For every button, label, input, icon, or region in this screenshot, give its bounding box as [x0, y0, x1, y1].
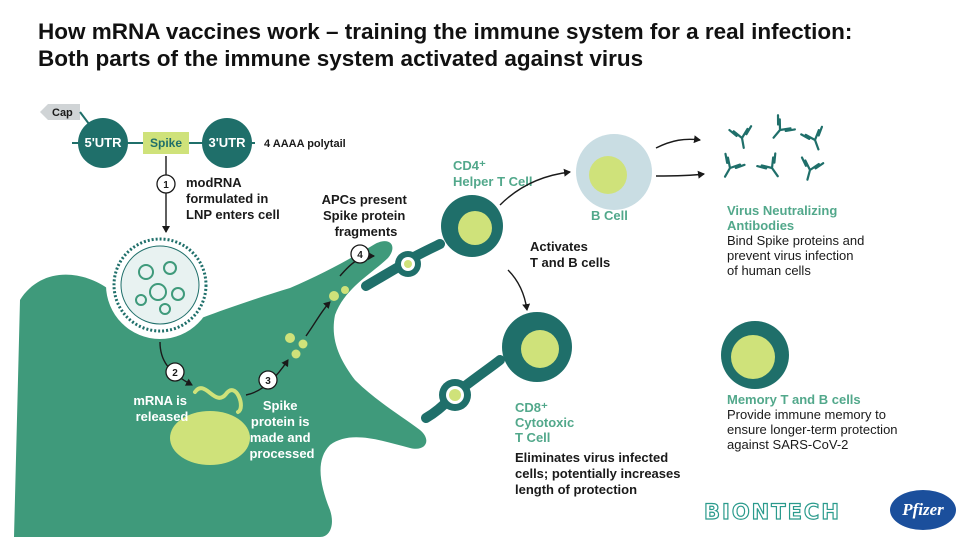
- mrna-construct: Cap 5'UTR Spike 3'UTR 4 AAAA polytail: [40, 104, 346, 168]
- mrna-strand: [193, 386, 243, 414]
- arrow-to-bcell: [499, 168, 571, 206]
- cap-label: Cap: [52, 107, 73, 119]
- spike-protein-fragments: [285, 286, 349, 359]
- cap-tag: [40, 104, 80, 120]
- svg-text:4: 4: [357, 250, 363, 261]
- step-4-text: APCs present Spike protein fragments: [322, 192, 411, 239]
- b-cell: [576, 134, 652, 210]
- utr5-label: 5'UTR: [84, 135, 122, 150]
- arrow-step3b: [305, 301, 331, 337]
- polytail-label: 4 AAAA polytail: [264, 138, 346, 150]
- helper-t-cell: [361, 195, 503, 291]
- memory-title: Memory T and B cells: [727, 392, 861, 407]
- arrow-to-cytotoxic: [507, 269, 531, 311]
- step-1-marker: 1: [156, 174, 176, 194]
- utr3-label: 3'UTR: [208, 135, 246, 150]
- antibodies-desc: Bind Spike proteins and prevent virus in…: [727, 233, 868, 278]
- cytotoxic-t-cell-label: CD8⁺ Cytotoxic T Cell: [515, 400, 578, 445]
- utr5-node: [78, 118, 128, 168]
- svg-text:2: 2: [172, 368, 178, 379]
- svg-text:3: 3: [265, 376, 271, 387]
- memory-desc: Provide immune memory to ensure longer-t…: [727, 407, 901, 452]
- cytotoxic-desc: Eliminates virus infected cells; potenti…: [515, 450, 684, 497]
- arrow-to-antibodies-2: [655, 170, 705, 179]
- arrow-step2: [159, 341, 193, 386]
- step-3-text: Spike protein is made and processed: [249, 398, 314, 461]
- antibody-icons: [723, 114, 825, 181]
- spike-box: [143, 132, 189, 154]
- biontech-logo: BIONTECH: [703, 499, 841, 524]
- b-cell-label: B Cell: [591, 208, 628, 223]
- step-4-marker: 4: [350, 244, 370, 264]
- nucleus: [170, 411, 250, 465]
- step-2-text: mRNA is released: [133, 393, 190, 424]
- page-title: How mRNA vaccines work – training the im…: [38, 18, 852, 72]
- cytotoxic-t-cell: [421, 312, 572, 423]
- title-line-2: Both parts of the immune system activate…: [38, 46, 644, 71]
- helper-t-cell-label: CD4⁺ Helper T Cell: [453, 158, 532, 189]
- pfizer-logo: Pfizer: [890, 490, 956, 530]
- antibodies-title: Virus Neutralizing Antibodies: [727, 203, 841, 233]
- arrow-to-antibodies-1: [655, 135, 701, 149]
- spike-label: Spike: [150, 136, 182, 150]
- step-3-marker: 3: [258, 370, 278, 390]
- memory-cell: [721, 321, 789, 389]
- utr3-node: [202, 118, 252, 168]
- svg-text:1: 1: [163, 180, 169, 191]
- title-line-1: How mRNA vaccines work – training the im…: [38, 19, 853, 44]
- pfizer-logo-text: Pfizer: [902, 500, 944, 519]
- step-1-text: modRNA formulated in LNP enters cell: [186, 175, 280, 222]
- lnp-particle: [112, 237, 208, 333]
- step-2-marker: 2: [165, 362, 185, 382]
- activates-text: Activates T and B cells: [530, 239, 610, 270]
